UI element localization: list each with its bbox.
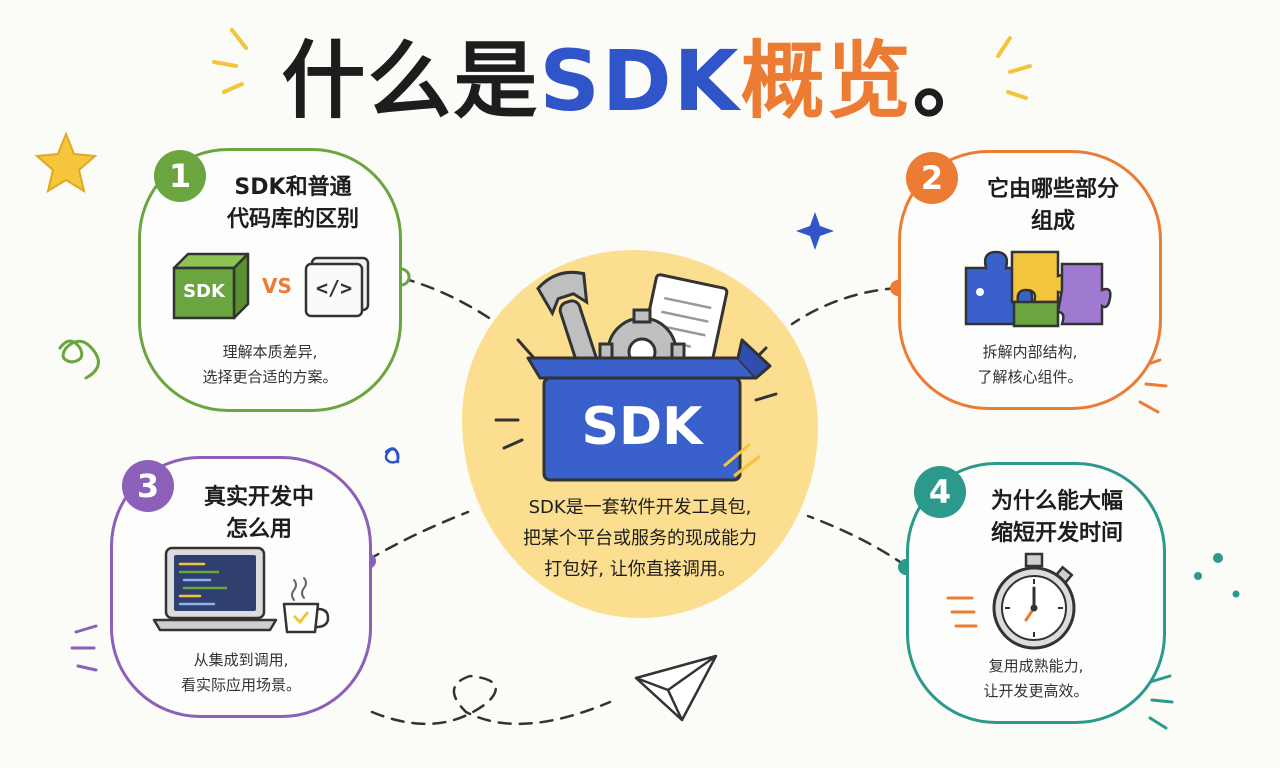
center-description: SDK是一套软件开发工具包, 把某个平台或服务的现成能力 打包好, 让你直接调用… (462, 492, 818, 585)
card-2-desc-line-2: 了解核心组件。 (977, 368, 1083, 386)
card-1-desc-line-2: 选择更合适的方案。 (202, 368, 338, 386)
sdk-toolbox-icon (494, 270, 778, 482)
star-icon (34, 131, 98, 194)
title-part-3: 概览 (740, 32, 913, 130)
connector-3 (366, 510, 470, 562)
paper-plane-icon (634, 654, 718, 722)
title-part-1: 什么是 (281, 32, 540, 130)
center-line-2: 把某个平台或服务的现成能力 (523, 528, 757, 549)
code-glyph: </> (316, 276, 353, 300)
center-box-label: SDK (581, 397, 703, 457)
title-part-2: SDK (539, 32, 741, 130)
card-3-desc-line-1: 从集成到调用, (193, 651, 289, 669)
card-1-desc-line-1: 理解本质差异, (222, 343, 318, 361)
card-4-title-line-1: 为什么能大幅 (990, 489, 1123, 514)
title-end: 。 (912, 32, 999, 130)
laptop-icon (152, 546, 278, 632)
teal-rays (1148, 674, 1174, 730)
card-4-title-line-2: 缩短开发时间 (990, 521, 1123, 546)
connector-4 (806, 514, 908, 568)
sparkle-icon (796, 212, 834, 250)
card-3-desc-line-2: 看实际应用场景。 (180, 676, 301, 694)
connectors (366, 276, 908, 726)
card-3-number: 3 (122, 460, 174, 512)
vs-label: VS (262, 274, 292, 298)
puzzle-pieces-icon (964, 250, 1112, 328)
card-4-title: 为什么能大幅 缩短开发时间 (952, 486, 1162, 550)
page-title: 什么是SDK概览。 (0, 26, 1280, 136)
purple-rays (70, 624, 98, 672)
swirl-doodle (58, 339, 100, 380)
green-sdk-box-icon (172, 252, 250, 320)
card-4-desc-line-1: 复用成熟能力, (988, 657, 1084, 675)
card-2-title-line-2: 组成 (1030, 209, 1075, 234)
coffee-cup-icon (282, 577, 330, 634)
center-line-3: 打包好, 让你直接调用。 (544, 559, 736, 580)
card-1-title: SDK和普通 代码库的区别 (186, 172, 400, 236)
green-sdk-box-label: SDK (183, 281, 225, 302)
paper-plane-trail (370, 674, 612, 726)
title-sparkle-rays (212, 28, 1032, 100)
card-4-number: 4 (914, 466, 966, 518)
code-file-icon (304, 256, 370, 318)
card-1-description: 理解本质差异, 选择更合适的方案。 (142, 340, 398, 390)
connector-2 (790, 286, 900, 326)
card-4-desc-line-2: 让开发更高效。 (983, 682, 1089, 700)
card-4-description: 复用成熟能力, 让开发更高效。 (910, 654, 1162, 704)
center-line-1: SDK是一套软件开发工具包, (528, 497, 752, 518)
card-3-title: 真实开发中 怎么用 (164, 482, 354, 546)
card-1-number: 1 (154, 150, 206, 202)
connector-1 (400, 276, 500, 326)
card-3-title-line-1: 真实开发中 (203, 485, 314, 510)
loop-doodle (384, 447, 400, 464)
card-2-title-line-1: 它由哪些部分 (986, 177, 1119, 202)
card-2-number: 2 (906, 152, 958, 204)
card-3-description: 从集成到调用, 看实际应用场景。 (114, 648, 368, 698)
card-2-desc-line-1: 拆解内部结构, (982, 343, 1078, 361)
stopwatch-icon (946, 552, 1076, 650)
card-2-description: 拆解内部结构, 了解核心组件。 (902, 340, 1158, 390)
card-2-title: 它由哪些部分 组成 (946, 174, 1160, 238)
teal-dots (1194, 553, 1240, 598)
card-3-title-line-2: 怎么用 (225, 517, 292, 542)
card-1-title-line-2: 代码库的区别 (226, 207, 359, 232)
card-1-title-line-1: SDK和普通 (234, 175, 352, 200)
